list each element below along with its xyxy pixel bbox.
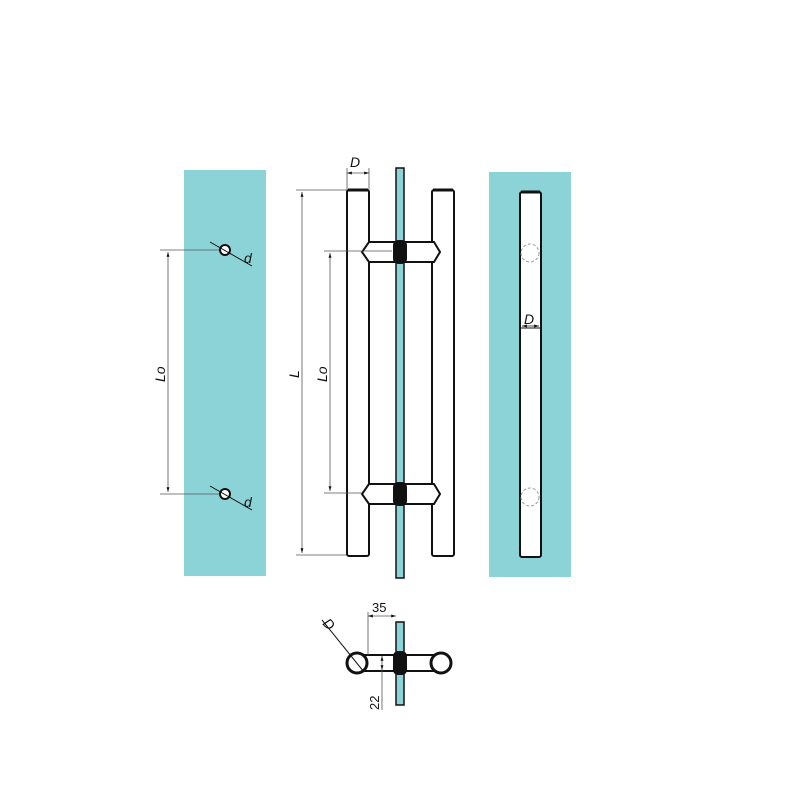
handle-side-view: D L Lo xyxy=(286,154,455,579)
glass-panel xyxy=(184,170,266,576)
length-label: L xyxy=(286,370,302,378)
standoff-bottom xyxy=(360,482,442,506)
handle-top-view: D 35 22 xyxy=(320,600,453,710)
glass-section xyxy=(395,167,405,579)
offset-dimension: 35 xyxy=(372,600,386,615)
diameter-label: D xyxy=(524,311,534,327)
diameter-label: D xyxy=(320,615,338,633)
handle-bar-left xyxy=(346,189,370,557)
hidden-hole-top xyxy=(520,243,540,263)
diameter-label: D xyxy=(350,154,360,170)
hole-diameter-label-top: d xyxy=(244,250,253,266)
standoff-dimension: 22 xyxy=(367,696,382,710)
standoff-top xyxy=(360,240,442,264)
glass-panel-hole-view: d d Lo xyxy=(152,170,266,576)
lo-label: Lo xyxy=(152,366,168,382)
hole-diameter-label-bottom: d xyxy=(244,494,253,510)
lo-label: Lo xyxy=(314,366,330,382)
handle-bar-section-right xyxy=(429,651,453,675)
hidden-hole-bottom xyxy=(520,487,540,507)
handle-front-view: D xyxy=(489,172,571,577)
